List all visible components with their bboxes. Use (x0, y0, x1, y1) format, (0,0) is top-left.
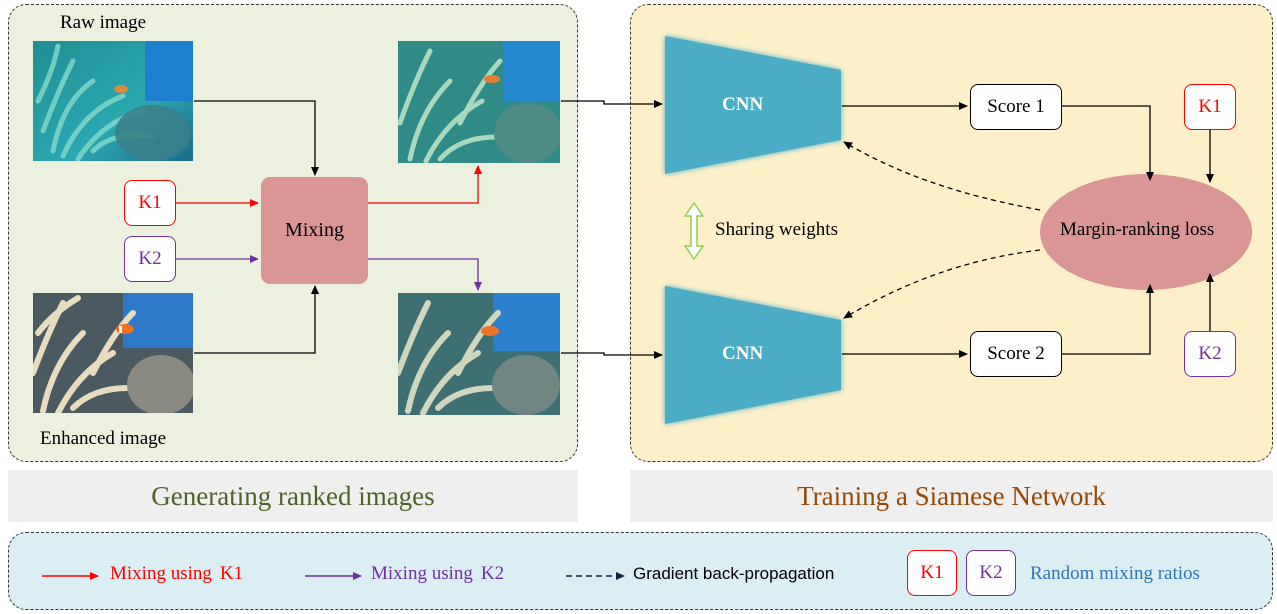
legend-k1-box: K1 (907, 550, 957, 596)
legend-ratios: Random mixing ratios (1030, 563, 1200, 585)
legend-gradient: Gradient back-propagation (633, 564, 834, 584)
mixed-image-bottom (398, 293, 560, 415)
margin-ranking-loss-label: Margin-ranking loss (1060, 219, 1215, 240)
score2-box: Score 2 (970, 331, 1062, 377)
cnn-top-label: CNN (722, 94, 764, 115)
legend-k2-key: K2 (480, 563, 505, 584)
k2-label-right: K2 (1198, 343, 1222, 364)
mixed-image-top (398, 41, 560, 163)
legend-mixing-k2: Mixing using K2 (371, 563, 504, 585)
score1-label: Score 1 (987, 96, 1045, 117)
mixing-label: Mixing (285, 219, 344, 241)
k2-box-left: K2 (124, 236, 176, 282)
enhanced-image (33, 293, 193, 413)
k2-box-right: K2 (1184, 331, 1236, 377)
score2-label: Score 2 (987, 343, 1045, 364)
double-arrow-icon (683, 202, 705, 260)
mixing-block: Mixing (261, 177, 368, 284)
legend-mixing-k1-text: Mixing using (110, 563, 212, 584)
k1-label-right: K1 (1198, 96, 1222, 117)
raw-image (33, 41, 193, 161)
enhanced-image-label: Enhanced image (40, 428, 167, 449)
training-caption: Training a Siamese Network (630, 470, 1273, 522)
legend-panel (8, 532, 1273, 610)
legend-k2-box-label: K2 (979, 562, 1003, 583)
generating-caption: Generating ranked images (8, 470, 578, 522)
cnn-bottom-label: CNN (722, 343, 764, 364)
legend-gradient-text: Gradient back-propagation (633, 564, 835, 583)
legend-k1-key: K1 (219, 563, 244, 584)
underwater-mixed-photo-icon (398, 41, 560, 163)
k1-box-right: K1 (1184, 84, 1236, 130)
score1-box: Score 1 (970, 84, 1062, 130)
legend-ratios-text: Random mixing ratios (1030, 563, 1200, 584)
legend-mixing-k2-text: Mixing using (371, 563, 473, 584)
generating-caption-text: Generating ranked images (151, 480, 435, 511)
underwater-raw-photo-icon (33, 41, 193, 161)
k1-label-left: K1 (138, 192, 162, 213)
training-caption-text: Training a Siamese Network (797, 480, 1106, 511)
sharing-weights-label: Sharing weights (715, 219, 838, 240)
legend-k1-box-label: K1 (920, 562, 944, 583)
underwater-mixed-photo-icon (398, 293, 560, 415)
margin-ranking-loss-shape (1040, 174, 1252, 290)
raw-image-label: Raw image (60, 12, 147, 33)
k2-label-left: K2 (138, 248, 162, 269)
cnn-bottom-shape (665, 286, 841, 424)
legend-mixing-k1: Mixing using K1 (110, 563, 243, 585)
legend-k2-box: K2 (966, 550, 1016, 596)
underwater-enhanced-photo-icon (33, 293, 193, 413)
cnn-top-shape (665, 36, 841, 174)
k1-box-left: K1 (124, 180, 176, 226)
